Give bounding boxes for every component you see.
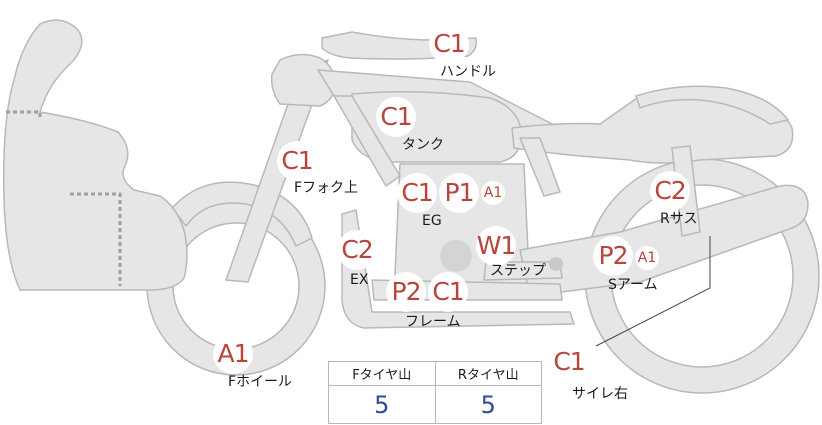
- ex-code-badge[interactable]: C2: [337, 230, 377, 270]
- sarm-code-badge-1[interactable]: P2: [593, 236, 633, 276]
- frame-code-badge-2[interactable]: C1: [428, 272, 468, 312]
- fwheel-label: Fホイール: [228, 374, 293, 390]
- frame-downtube: [333, 95, 401, 187]
- eg-label: EG: [422, 213, 442, 229]
- front-tread-header: Fタイヤ山: [328, 361, 436, 386]
- rear-tread-value: 5: [434, 385, 542, 424]
- eg-code-badge-2[interactable]: P1: [439, 173, 479, 213]
- handle-code-badge[interactable]: C1: [429, 24, 469, 64]
- step-code-badge[interactable]: W1: [476, 226, 516, 266]
- tank-code-badge[interactable]: C1: [376, 97, 416, 137]
- ffork-label: Fフォク上: [294, 180, 359, 196]
- exhaust-pipe: [341, 209, 575, 329]
- front-tread-value: 5: [328, 385, 436, 424]
- rear-tread-header: Rタイヤ山: [434, 361, 542, 386]
- sarm-label: Sアーム: [608, 277, 658, 293]
- frame-rear: [519, 137, 561, 197]
- eg-code-badge-1[interactable]: C1: [397, 173, 437, 213]
- handle-label: ハンドル: [440, 64, 496, 80]
- tank-label: タンク: [402, 137, 444, 153]
- front-fairing: [2, 19, 188, 291]
- sarm-code-badge-2[interactable]: A1: [635, 246, 659, 270]
- eg-code-badge-3[interactable]: A1: [481, 181, 505, 205]
- step-label: ステップ: [490, 263, 546, 279]
- silencer-code-badge[interactable]: C1: [549, 342, 589, 382]
- rsus-code-badge[interactable]: C2: [650, 171, 690, 211]
- silencer-leader: [595, 236, 711, 347]
- silencer-label: サイレ右: [572, 386, 628, 402]
- rsus-label: Rサス: [660, 211, 698, 227]
- tire-tread-table: Fタイヤ山 Rタイヤ山 5 5: [328, 361, 542, 424]
- seat: [511, 89, 794, 164]
- ffork-code-badge[interactable]: C1: [277, 141, 317, 181]
- ex-label: EX: [350, 272, 369, 288]
- footpeg: [483, 261, 563, 281]
- rear-cowl: [635, 85, 789, 125]
- swing-arm: [519, 184, 809, 297]
- fwheel-code-badge[interactable]: A1: [213, 334, 253, 374]
- frame-code-badge-1[interactable]: P2: [386, 272, 426, 312]
- frame-label: フレーム: [405, 314, 461, 330]
